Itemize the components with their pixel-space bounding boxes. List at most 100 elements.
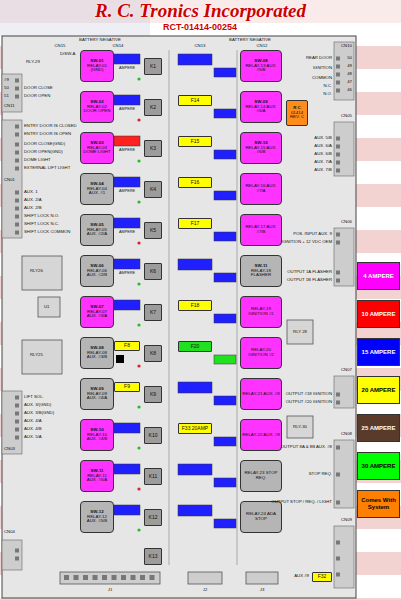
board-label: DOOR CLOSE <box>24 86 53 91</box>
node-text: RELAY-16 AUX. #7/A <box>242 184 280 194</box>
node-text: F20 <box>191 344 200 350</box>
board-label: AMPERE <box>119 148 135 152</box>
relay-k: K10 <box>144 427 162 444</box>
node-text: RELAY-09 AUX. #4/A <box>82 392 112 402</box>
board-label: OUTPUT 1A FLASHER <box>287 270 332 275</box>
board-label: CN05 <box>341 114 352 119</box>
connector-strip <box>334 440 354 508</box>
board-label: OUTPUT STOP / REQ. / LIGHT <box>271 500 332 505</box>
pin <box>336 137 340 141</box>
fuse <box>114 136 140 146</box>
pin <box>150 575 155 580</box>
board-label: 50 <box>347 56 352 61</box>
fuse <box>214 191 236 200</box>
pin <box>15 125 19 129</box>
pin <box>140 575 145 580</box>
node-text: K13 <box>149 554 158 560</box>
chip-outline <box>38 297 60 317</box>
legend-swatch: 10 AMPERE <box>357 300 400 328</box>
board-label: AMPERE <box>119 107 135 111</box>
board-label: RLY-30 <box>293 425 307 430</box>
pin <box>336 81 340 85</box>
node-text: RELAY-01 (GND) <box>82 64 112 74</box>
board-label: AUX. 7/B <box>314 168 332 173</box>
node-text: RELAY-20 IGNITION #2 <box>242 348 280 358</box>
pin <box>102 575 107 580</box>
board-label: 47 <box>347 80 352 85</box>
pin <box>15 95 19 99</box>
node-text: F14 <box>191 98 200 104</box>
node-text: F8 <box>124 343 130 349</box>
node-text: RELAY-07 AUX. #3/A <box>82 310 112 320</box>
part-number: RCT-01414-00254 <box>163 23 237 32</box>
fuse <box>214 314 236 323</box>
pin <box>336 279 340 283</box>
fuse <box>114 95 140 105</box>
fuse: F32 <box>312 572 332 582</box>
relay-box: SW-10RELAY-10 AUX. #4/B <box>80 419 114 451</box>
pin <box>336 145 340 149</box>
pin <box>336 393 340 397</box>
legend-text: 4 AMPERE <box>363 273 393 280</box>
pin <box>64 575 69 580</box>
fuse <box>214 68 236 77</box>
fuse <box>178 54 212 65</box>
board-label: CN15 <box>55 44 66 49</box>
node-text: RELAY-21 AUX. #8 <box>242 392 279 397</box>
node-text: RELAY-05 AUX. #2/A <box>82 228 112 238</box>
relay-box: RELAY-16 AUX. #7/A <box>240 173 282 205</box>
fuse: F8 <box>114 341 140 351</box>
pin <box>15 87 19 91</box>
pin <box>336 473 340 477</box>
board-label: CN03 <box>4 447 15 452</box>
fuse <box>214 396 236 405</box>
fuse <box>178 382 212 393</box>
board-label: OUTPUT 1B FLASHER <box>287 278 332 283</box>
relay-box: SW-09RELAY-09 AUX. #4/A <box>80 378 114 410</box>
relay-box: SW-06RELAY-06 AUX. #2/B <box>80 255 114 287</box>
relay-k: K13 <box>144 548 162 565</box>
node-text: F9 <box>124 384 130 390</box>
relay-box: RELAY-17 AUX. #7/B <box>240 214 282 246</box>
node-text: F33 20AMP <box>182 426 208 432</box>
relay-k: K8 <box>144 345 162 362</box>
pin <box>336 541 340 545</box>
node-text: K10 <box>149 433 158 439</box>
pin <box>336 73 340 77</box>
pin <box>15 428 19 432</box>
board-label: CN12 <box>257 44 268 49</box>
fuse: F16 <box>178 177 212 188</box>
relay-box: RELAY-24 ADA STOP <box>240 501 282 533</box>
board-label: RLY 28 <box>293 330 307 335</box>
fuse: F17 <box>178 218 212 229</box>
board-label: LIFT SOL. <box>24 395 44 400</box>
board-label: OUTPUT #20 IGNITION <box>286 400 332 405</box>
board-label: 48 <box>347 72 352 77</box>
fuse <box>114 218 140 228</box>
node-text: K4 <box>150 187 156 193</box>
pin <box>15 549 19 553</box>
connector-strip <box>334 122 354 176</box>
fuse <box>214 519 236 528</box>
trace <box>237 50 238 565</box>
led <box>137 241 140 244</box>
board-label: POS. INPUT AUX. 9 <box>293 232 332 237</box>
led <box>137 77 140 80</box>
relay-box: SW-01RELAY-01 (GND) <box>80 50 114 82</box>
relay-k: K12 <box>144 509 162 526</box>
pin <box>15 207 19 211</box>
legend-swatch: 25 AMPERE <box>357 414 400 442</box>
header-strip <box>188 572 222 584</box>
node-text: K9 <box>150 392 156 398</box>
component <box>116 355 124 363</box>
node-text: RELAY-22 AUX. #8 <box>242 433 279 438</box>
legend-text: 20 AMPERE <box>362 387 396 394</box>
board-label: IGNITION <box>313 66 332 71</box>
pin <box>336 65 340 69</box>
legend-swatch: 15 AMPERE <box>357 338 400 366</box>
node-text: RELAY-14 AUX. #6/A <box>242 105 280 115</box>
pin <box>336 557 340 561</box>
fuse <box>214 150 236 159</box>
connector-strip <box>2 391 22 454</box>
relay-box: SW-04RELAY-04 AUX. #1 <box>80 173 114 205</box>
